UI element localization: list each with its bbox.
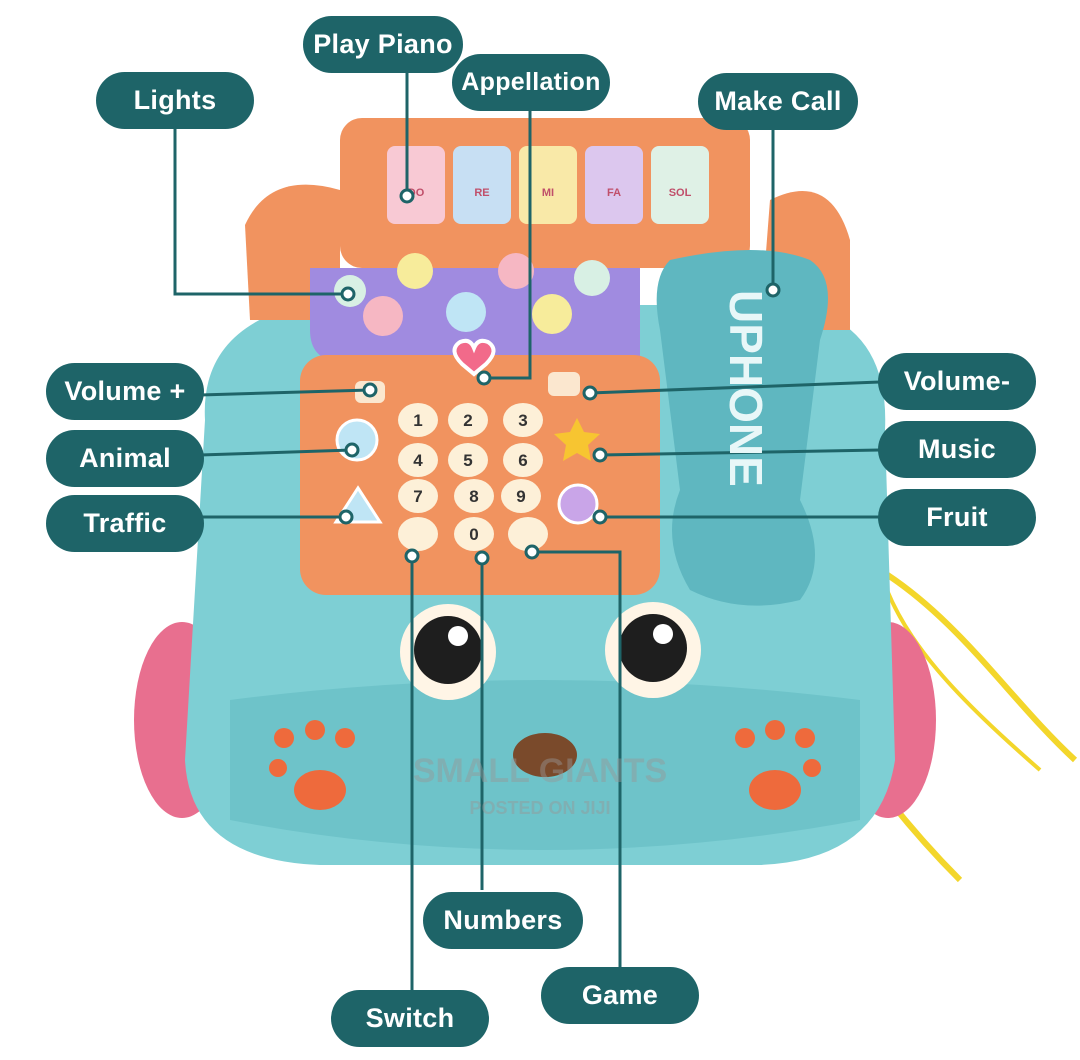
piano-key[interactable] [519, 146, 577, 224]
keypad-key-label: 9 [516, 487, 525, 506]
piano-key-label: MI [542, 187, 554, 199]
keypad-key-label: 2 [463, 411, 472, 430]
keypad-key-label: 4 [413, 451, 423, 470]
watermark-posted: POSTED ON JIJI [469, 798, 611, 818]
label-appellation: Appellation [452, 54, 610, 111]
light-bulb [363, 296, 403, 336]
keypad-key[interactable] [398, 443, 438, 477]
appellation-heart-button[interactable] [452, 338, 496, 377]
watermark-brand: SMALL GIANTS [412, 752, 668, 790]
label-volume-plus: Volume + [46, 363, 204, 420]
volume-down-button[interactable] [548, 372, 580, 396]
label-volume-minus: Volume- [878, 353, 1036, 410]
callout-dots [338, 188, 781, 566]
nose [513, 733, 577, 777]
piano-key-label: FA [607, 187, 621, 199]
left-eye-glint [448, 626, 468, 646]
keypad-key[interactable] [398, 403, 438, 437]
piano-key[interactable] [585, 146, 643, 224]
label-music: Music [878, 421, 1036, 478]
game-key[interactable] [508, 517, 548, 551]
music-star-button[interactable] [554, 418, 600, 461]
keypad-key-label: 1 [413, 411, 422, 430]
keypad-key-label: 3 [518, 411, 527, 430]
keypad-key[interactable] [398, 479, 438, 513]
keypad-key-label: 5 [463, 451, 472, 470]
label-switch: Switch [331, 990, 489, 1047]
label-numbers: Numbers [423, 892, 583, 949]
keypad-key[interactable] [501, 479, 541, 513]
label-animal: Animal [46, 430, 204, 487]
label-fruit: Fruit [878, 489, 1036, 546]
right-pupil [619, 614, 687, 682]
light-bulb [397, 253, 433, 289]
label-lights: Lights [96, 72, 254, 129]
piano-key-label: RE [474, 187, 489, 199]
keypad-panel [300, 355, 660, 595]
keypad-key-label: 0 [469, 525, 478, 544]
light-bulb [532, 294, 572, 334]
switch-key[interactable] [398, 517, 438, 551]
label-make-call: Make Call [698, 73, 858, 130]
piano-key[interactable] [453, 146, 511, 224]
piano-key[interactable] [651, 146, 709, 224]
fruit-button[interactable] [557, 483, 599, 525]
label-traffic: Traffic [46, 495, 204, 552]
label-play-piano: Play Piano [303, 16, 463, 73]
keypad-key[interactable] [503, 443, 543, 477]
keypad-key-label: 7 [413, 487, 422, 506]
piano-key[interactable] [387, 146, 445, 224]
keypad-key[interactable] [454, 479, 494, 513]
handset-brand-text: UPHONE [720, 290, 772, 487]
keypad-key[interactable] [448, 403, 488, 437]
keypad-keys: 1 2 3 4 5 6 7 8 9 0 [398, 403, 548, 551]
right-eye-glint [653, 624, 673, 644]
piano-key-label: SOL [669, 187, 692, 199]
keypad-key-label: 6 [518, 451, 527, 470]
right-paw [735, 720, 821, 810]
callout-lines [173, 70, 881, 990]
light-bulb [446, 292, 486, 332]
label-game: Game [541, 967, 699, 1024]
left-pupil [414, 616, 482, 684]
keypad-key[interactable] [448, 443, 488, 477]
keypad-key[interactable] [454, 517, 494, 551]
light-bulb [574, 260, 610, 296]
light-bulb [498, 253, 534, 289]
left-paw [269, 720, 355, 810]
keypad-key-label: 8 [469, 487, 478, 506]
pull-cord [878, 567, 1078, 763]
keypad-key[interactable] [503, 403, 543, 437]
